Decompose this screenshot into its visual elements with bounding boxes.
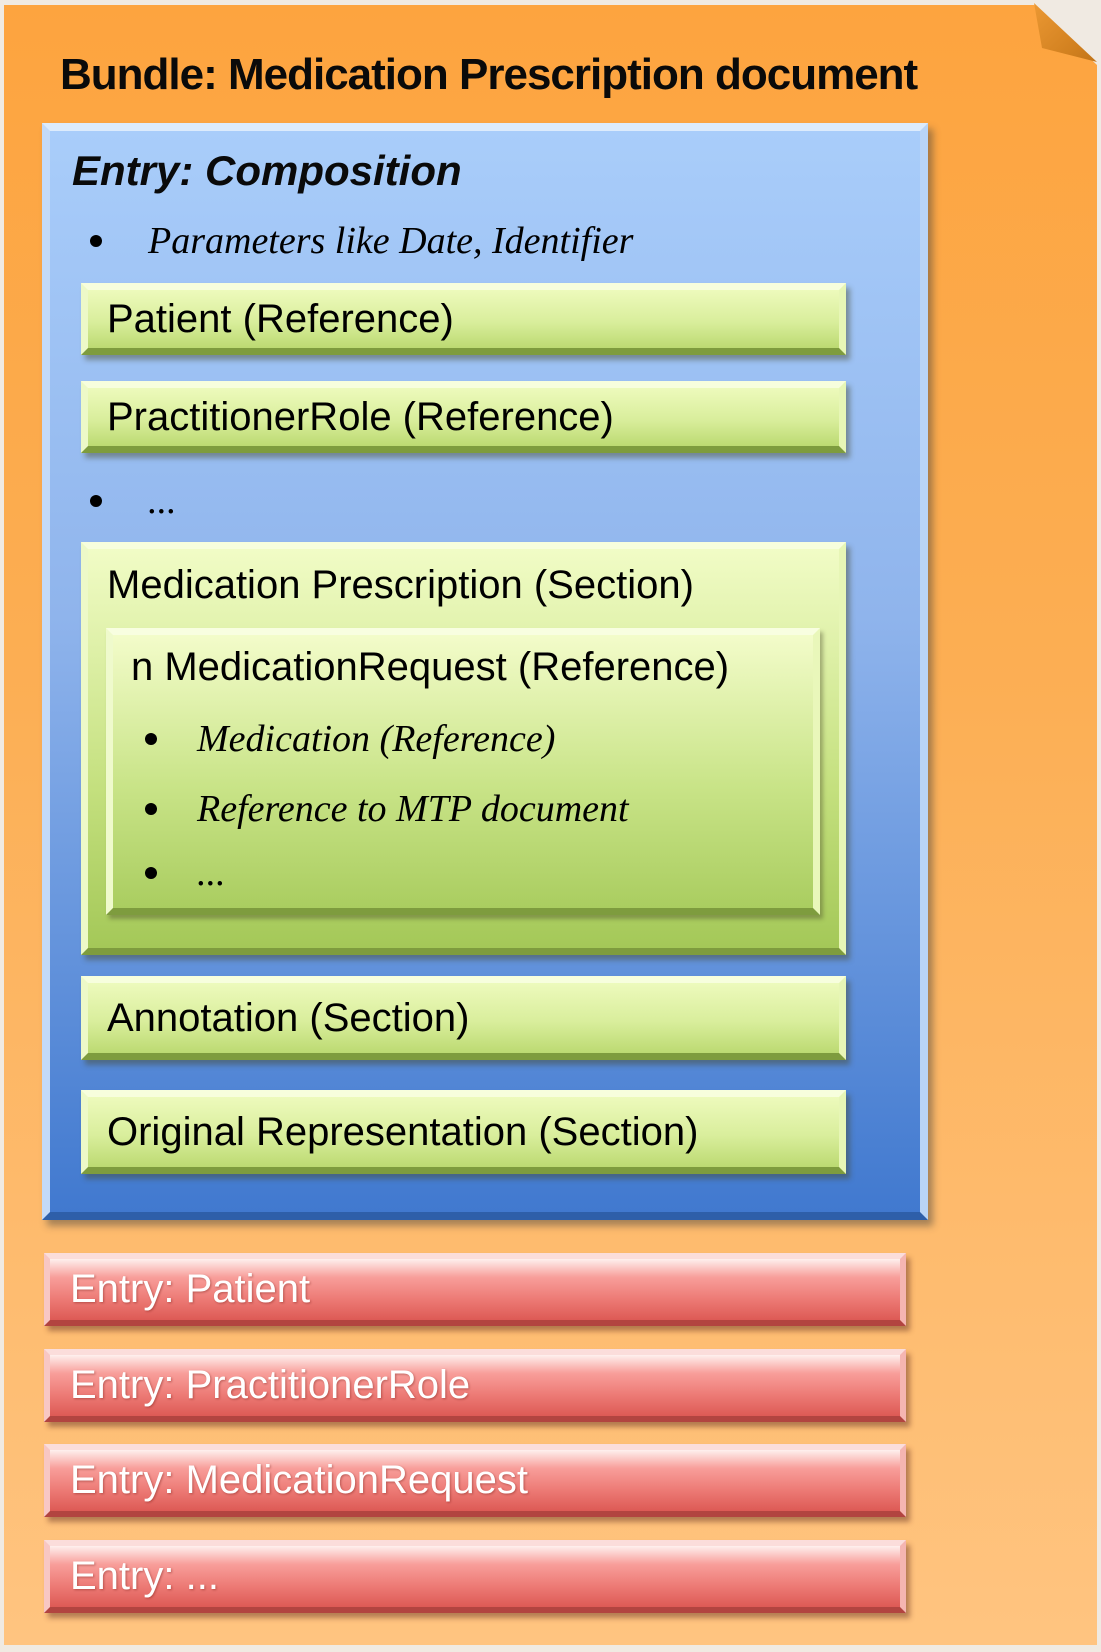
bullet-more: ... [90,479,177,523]
bullet-icon [145,803,157,815]
bullet-icon [145,867,157,879]
entry-patient-label: Entry: Patient [70,1267,311,1311]
medication-prescription-section-label: Medication Prescription (Section) [107,563,694,607]
entry-medicationrequest-label: Entry: MedicationRequest [70,1458,529,1502]
practitionerrole-reference-label: PractitionerRole (Reference) [107,394,614,439]
entry-practitionerrole-label: Entry: PractitionerRole [70,1363,471,1407]
bullet-medication: Medication (Reference) [145,717,555,761]
bullet-parameters-text: Parameters like Date, Identifier [148,220,634,262]
entry-more-label: Entry: ... [70,1554,219,1598]
patient-reference-box: Patient (Reference) [81,283,846,355]
bullet-parameters: Parameters like Date, Identifier [90,219,633,263]
page-title: Bundle: Medication Prescription document [60,50,918,99]
entry-practitionerrole-box: Entry: PractitionerRole [44,1349,906,1422]
medication-prescription-section-box: Medication Prescription (Section) n Medi… [81,542,846,955]
bullet-request-more-text: ... [197,852,226,894]
annotation-section-label: Annotation (Section) [107,995,470,1040]
entry-patient-box: Entry: Patient [44,1253,906,1326]
bullet-mtp-reference: Reference to MTP document [145,787,629,831]
practitionerrole-reference-box: PractitionerRole (Reference) [81,381,846,453]
bullet-request-more: ... [145,851,226,895]
entry-more-box: Entry: ... [44,1540,906,1613]
patient-reference-label: Patient (Reference) [107,296,454,341]
entry-composition-box: Entry: Composition Parameters like Date,… [42,123,928,1220]
medication-request-label: n MedicationRequest (Reference) [131,645,730,689]
bullet-icon [145,733,157,745]
medication-request-box: n MedicationRequest (Reference) Medicati… [106,628,820,915]
bullet-icon [90,235,102,247]
bullet-mtp-reference-text: Reference to MTP document [197,788,629,830]
original-representation-section-box: Original Representation (Section) [81,1090,846,1174]
entry-composition-title: Entry: Composition [72,147,462,194]
bullet-medication-text: Medication (Reference) [197,718,556,760]
bullet-icon [90,495,102,507]
entry-medicationrequest-box: Entry: MedicationRequest [44,1444,906,1517]
annotation-section-box: Annotation (Section) [81,976,846,1060]
original-representation-section-label: Original Representation (Section) [107,1109,699,1154]
bullet-more-text: ... [148,480,177,522]
